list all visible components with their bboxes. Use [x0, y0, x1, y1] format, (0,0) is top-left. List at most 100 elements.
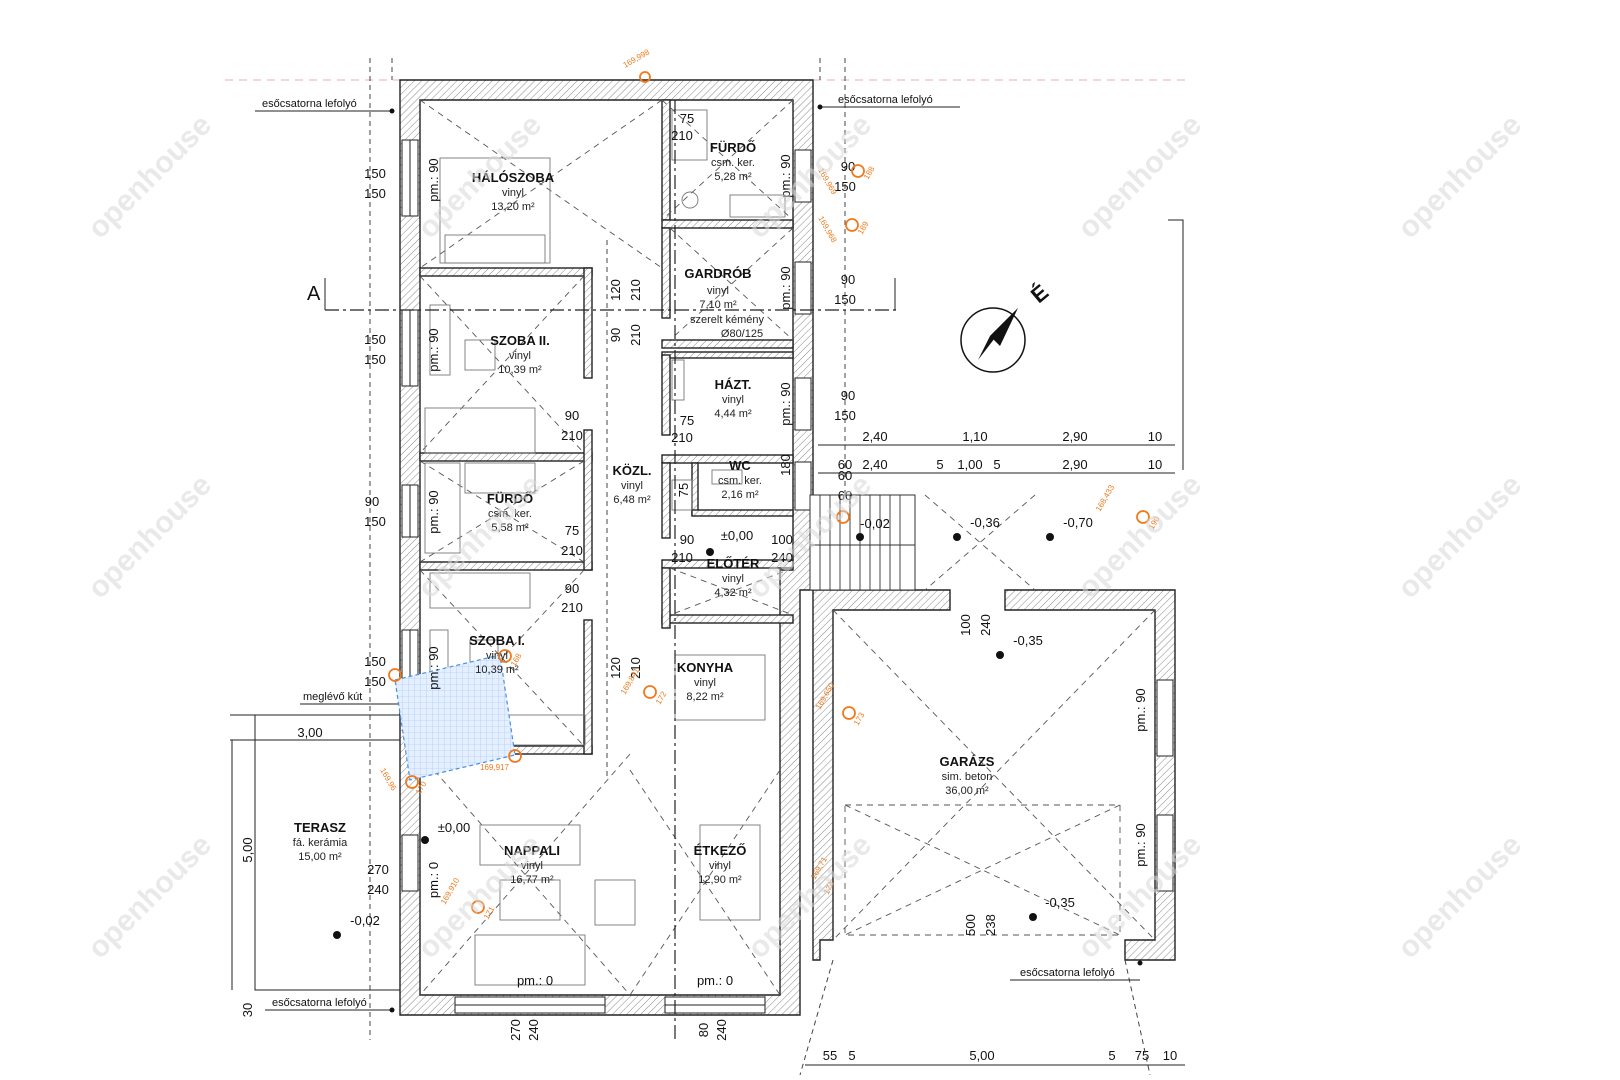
svg-text:KÖZL.: KÖZL. [613, 463, 652, 478]
svg-text:2,40: 2,40 [862, 429, 887, 444]
svg-text:5: 5 [936, 457, 943, 472]
garage-wall-right [1004, 589, 1176, 961]
svg-text:SZOBA II.: SZOBA II. [490, 333, 549, 348]
svg-text:ÉTKEZŐ: ÉTKEZŐ [694, 843, 747, 858]
svg-text:openhouse: openhouse [1392, 468, 1528, 604]
svg-text:Ø80/125: Ø80/125 [721, 328, 763, 340]
svg-text:4,44 m²: 4,44 m² [714, 408, 752, 420]
svg-text:vinyl: vinyl [709, 860, 731, 872]
svg-text:±0,00: ±0,00 [721, 528, 753, 543]
svg-text:openhouse: openhouse [742, 828, 878, 964]
svg-text:100: 100 [771, 532, 793, 547]
garage-door-swing [799, 959, 834, 1076]
terrace-height-dim: 5,00 [240, 837, 255, 862]
svg-text:75: 75 [1135, 1048, 1149, 1063]
room-furdo-2: FÜRDŐ csm. ker. 5,58 m² [487, 491, 533, 534]
svg-text:pm.: 90: pm.: 90 [426, 158, 441, 201]
svg-text:5,58 m²: 5,58 m² [491, 522, 529, 534]
svg-text:210: 210 [561, 543, 583, 558]
svg-text:10,39 m²: 10,39 m² [498, 364, 542, 376]
svg-text:150: 150 [834, 179, 856, 194]
sill-height-labels: pm.: 90 pm.: 90 pm.: 90 pm.: 90 pm.: 0 p… [426, 154, 1148, 988]
svg-text:240: 240 [714, 1019, 729, 1041]
svg-text:4,32 m²: 4,32 m² [714, 587, 752, 599]
svg-text:ELŐTÉR: ELŐTÉR [707, 556, 760, 571]
svg-text:5: 5 [848, 1048, 855, 1063]
svg-text:240: 240 [978, 614, 993, 636]
level-markers: ±0,00 ±0,00 -0,02 -0,36 -0,70 -0,02 -0,3… [333, 515, 1093, 939]
svg-text:60: 60 [838, 468, 852, 483]
svg-text:WC: WC [729, 458, 751, 473]
svg-text:210: 210 [628, 657, 643, 679]
svg-text:5,28 m²: 5,28 m² [714, 171, 752, 183]
svg-text:270: 270 [508, 1019, 523, 1041]
north-arrow: É [960, 279, 1053, 373]
interior-walls [419, 99, 794, 755]
svg-text:SZOBA I.: SZOBA I. [469, 633, 525, 648]
svg-text:vinyl: vinyl [621, 480, 643, 492]
room-hazt: HÁZT. vinyl 4,44 m² [714, 377, 752, 420]
svg-text:meglévő kút: meglévő kút [303, 691, 362, 703]
section-label-a: A [307, 283, 321, 305]
chimney-label: szerelt kémény Ø80/125 [690, 314, 764, 340]
svg-text:90: 90 [841, 272, 855, 287]
svg-text:pm.: 90: pm.: 90 [1133, 688, 1148, 731]
svg-text:1,10: 1,10 [962, 429, 987, 444]
svg-text:10: 10 [1148, 429, 1162, 444]
svg-text:vinyl: vinyl [707, 285, 729, 297]
svg-text:150: 150 [364, 166, 386, 181]
svg-text:vinyl: vinyl [521, 860, 543, 872]
svg-text:150: 150 [364, 674, 386, 689]
svg-text:75: 75 [680, 111, 694, 126]
room-garazs: GARÁZS sim. beton 36,00 m² [940, 754, 995, 797]
svg-text:2,90: 2,90 [1062, 457, 1087, 472]
svg-text:csm. ker.: csm. ker. [711, 157, 755, 169]
svg-text:-0,02: -0,02 [350, 913, 380, 928]
svg-text:csm. ker.: csm. ker. [488, 508, 532, 520]
svg-text:pm.: 90: pm.: 90 [426, 646, 441, 689]
svg-text:169,968: 169,968 [816, 215, 839, 245]
svg-text:13,20 m²: 13,20 m² [491, 201, 535, 213]
svg-text:sim. beton: sim. beton [942, 771, 993, 783]
svg-text:12,90 m²: 12,90 m² [698, 874, 742, 886]
svg-text:pm.: 0: pm.: 0 [697, 973, 733, 988]
svg-text:NAPPALI: NAPPALI [504, 843, 560, 858]
svg-text:openhouse: openhouse [82, 108, 218, 244]
svg-text:210: 210 [671, 128, 693, 143]
svg-text:esőcsatorna lefolyó: esőcsatorna lefolyó [1020, 967, 1115, 979]
dimension-chains-right: 2,40 1,10 2,90 10 60 2,40 5 1,00 5 2,90 … [818, 429, 1175, 474]
svg-text:1,00: 1,00 [957, 457, 982, 472]
svg-text:openhouse: openhouse [1392, 108, 1528, 244]
svg-text:90: 90 [680, 532, 694, 547]
svg-text:csm. ker.: csm. ker. [718, 475, 762, 487]
svg-text:pm.: 90: pm.: 90 [426, 328, 441, 371]
svg-text:6,48 m²: 6,48 m² [613, 494, 651, 506]
svg-text:-0,70: -0,70 [1063, 515, 1093, 530]
svg-text:openhouse: openhouse [412, 468, 548, 604]
room-szoba-1: SZOBA I. vinyl 10,39 m² [469, 633, 525, 676]
svg-text:pm.: 90: pm.: 90 [1133, 823, 1148, 866]
downpipe-labels: esőcsatorna lefolyó esőcsatorna lefolyó … [255, 94, 1143, 1013]
svg-text:210: 210 [671, 430, 693, 445]
svg-text:pm.: 90: pm.: 90 [778, 382, 793, 425]
svg-text:fá. kerámia: fá. kerámia [293, 837, 348, 849]
svg-text:210: 210 [561, 600, 583, 615]
svg-text:vinyl: vinyl [722, 394, 744, 406]
svg-text:openhouse: openhouse [1072, 468, 1208, 604]
svg-text:szerelt kémény: szerelt kémény [690, 314, 764, 326]
svg-text:75: 75 [680, 413, 694, 428]
dimension-chain-bottom: 55 5 5,00 5 75 10 [805, 1048, 1185, 1066]
svg-text:pm.: 90: pm.: 90 [778, 266, 793, 309]
svg-text:90: 90 [365, 494, 379, 509]
svg-text:10: 10 [1163, 1048, 1177, 1063]
terrace-width-dim: 3,00 [297, 725, 322, 740]
svg-text:pm.: 90: pm.: 90 [426, 490, 441, 533]
room-eloter: ELŐTÉR vinyl 4,32 m² [707, 556, 760, 599]
svg-text:169,998: 169,998 [622, 47, 652, 70]
svg-text:100: 100 [958, 614, 973, 636]
svg-text:É: É [1026, 279, 1053, 308]
room-etkezo: ÉTKEZŐ vinyl 12,90 m² [694, 843, 747, 886]
svg-text:-0,35: -0,35 [1045, 895, 1075, 910]
svg-text:240: 240 [526, 1019, 541, 1041]
svg-text:150: 150 [364, 514, 386, 529]
